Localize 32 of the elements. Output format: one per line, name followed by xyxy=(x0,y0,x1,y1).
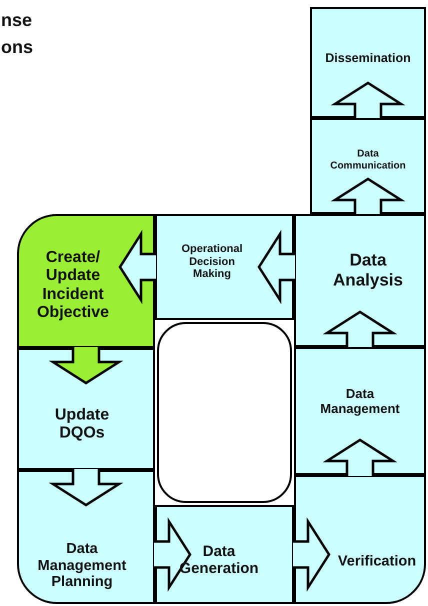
step-label: Data Management xyxy=(319,387,401,417)
block-arrow xyxy=(48,345,123,384)
block-arrow xyxy=(291,516,330,592)
process-cell xyxy=(155,505,294,604)
block-arrow xyxy=(322,310,397,349)
process-cell xyxy=(17,470,155,604)
step-label: Operational Decision Making xyxy=(180,243,244,281)
process-cell xyxy=(294,347,426,475)
step-label: Data Management Planning xyxy=(36,541,128,591)
process-cell xyxy=(310,118,426,214)
process-cell xyxy=(17,348,155,470)
title-fragment: nse xyxy=(1,10,32,31)
step-label: Data Analysis xyxy=(332,250,404,290)
block-arrow xyxy=(330,177,405,216)
process-cell xyxy=(155,214,294,320)
block-arrow xyxy=(48,467,123,506)
block-arrow xyxy=(118,229,157,304)
step-label: Dissemination xyxy=(324,50,412,66)
process-cell xyxy=(310,7,426,118)
block-arrow xyxy=(152,516,191,592)
title-fragment: ions xyxy=(0,37,34,58)
process-cell xyxy=(17,214,155,348)
step-label: Update DQOs xyxy=(54,406,110,444)
block-arrow xyxy=(322,438,397,477)
step-label: Verification xyxy=(336,554,418,570)
process-cell xyxy=(294,475,426,604)
step-label: Data Communication xyxy=(329,148,407,172)
block-arrow xyxy=(330,81,405,120)
step-label: Create/ Update Incident Objective xyxy=(36,249,110,323)
block-arrow xyxy=(257,229,296,304)
step-label: Data Generation xyxy=(178,542,260,578)
process-cell xyxy=(294,214,426,347)
